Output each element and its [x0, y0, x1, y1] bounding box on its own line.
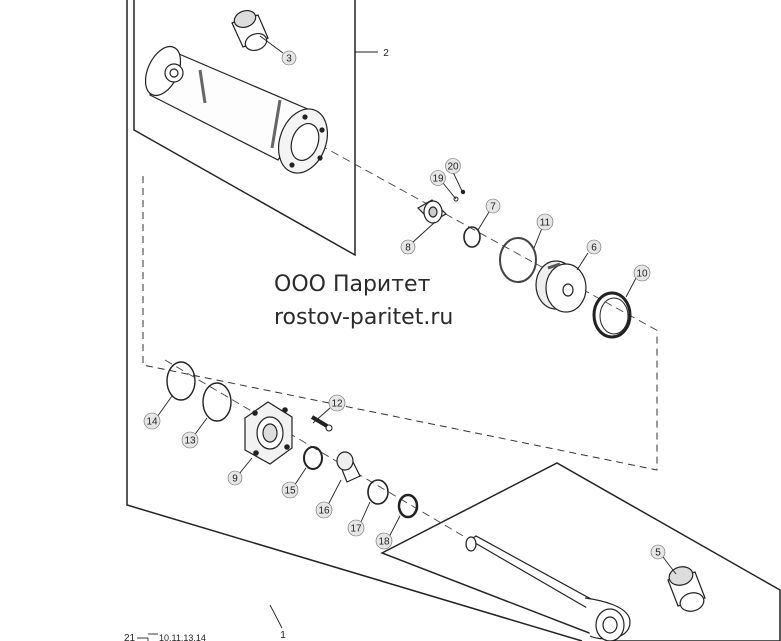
callout-14: 14 [143, 412, 161, 430]
callout-18: 18 [375, 532, 393, 550]
callout-label-18: 18 [378, 537, 390, 548]
rod-guide-9 [244, 401, 293, 465]
callout-label-10: 10 [636, 269, 648, 280]
callout-label-8: 8 [405, 243, 411, 254]
barrel-bushing [231, 9, 269, 52]
callout-8: 8 [400, 239, 416, 255]
callout-label-7: 7 [490, 202, 496, 213]
piston-rod [465, 535, 631, 641]
reference-note-text: 10,11,13,14 [159, 633, 206, 641]
backup-ring-11 [499, 237, 537, 283]
barrel-frame [133, 0, 356, 257]
callout-label-16: 16 [318, 506, 330, 517]
callout-label-2: 2 [383, 48, 389, 59]
o-ring-14 [166, 361, 196, 401]
seal-kit-boundary [142, 176, 658, 471]
callout-3: 3 [281, 50, 297, 66]
callout-13: 13 [181, 431, 199, 449]
callout-9: 9 [227, 470, 243, 486]
cylinder-barrel [144, 45, 328, 174]
watermark-url: rostov-paritet.ru [274, 305, 454, 330]
callout-10: 10 [633, 264, 651, 282]
callout-19: 19 [430, 170, 446, 186]
axis-line-lower [164, 359, 471, 541]
callout-label-11: 11 [540, 218, 551, 229]
callout-label-20: 20 [447, 162, 459, 173]
watermark-company: ООО Паритет [274, 272, 431, 297]
main-frame [126, 0, 583, 641]
callout-7: 7 [485, 198, 501, 214]
ring-17 [367, 479, 389, 505]
callout-label-21: 21 [124, 633, 136, 641]
bolt-12 [310, 415, 333, 432]
callout-11: 11 [536, 213, 554, 231]
callout-label-19: 19 [432, 174, 444, 185]
bushing-16 [336, 451, 361, 483]
callout-label-14: 14 [146, 417, 158, 428]
o-ring-13 [202, 382, 232, 422]
callout-16: 16 [315, 501, 333, 519]
callout-6: 6 [586, 239, 602, 255]
wear-ring-7 [463, 226, 481, 248]
callout-17: 17 [347, 519, 365, 537]
callout-label-6: 6 [591, 243, 597, 254]
wiper-18 [397, 493, 419, 519]
rod-bushing-5 [667, 566, 706, 612]
rod-frame [380, 462, 781, 641]
callout-label-5: 5 [655, 548, 661, 559]
piston-6 [535, 260, 587, 313]
seal-15 [303, 446, 323, 470]
ring-19 [453, 196, 459, 202]
nut-8 [417, 199, 447, 224]
callout-label-17: 17 [350, 524, 362, 535]
callout-label-12: 12 [331, 399, 343, 410]
watermark: ООО Паритет rostov-paritet.ru [272, 266, 460, 338]
callout-label-9: 9 [232, 474, 238, 485]
callout-12: 12 [328, 394, 346, 412]
callout-2: 2 [383, 48, 389, 59]
callout-label-13: 13 [184, 436, 196, 447]
callout-label-1: 1 [280, 630, 286, 641]
callout-20: 20 [445, 158, 461, 174]
callout-5: 5 [650, 544, 666, 560]
callout-label-3: 3 [286, 54, 292, 65]
callout-15: 15 [281, 481, 299, 499]
callout-label-15: 15 [284, 486, 296, 497]
seal-10 [592, 291, 632, 339]
callout-1: 1 [280, 630, 286, 641]
reference-note: 21 10,11,13,14 [124, 633, 206, 641]
leader-lines [156, 35, 677, 629]
